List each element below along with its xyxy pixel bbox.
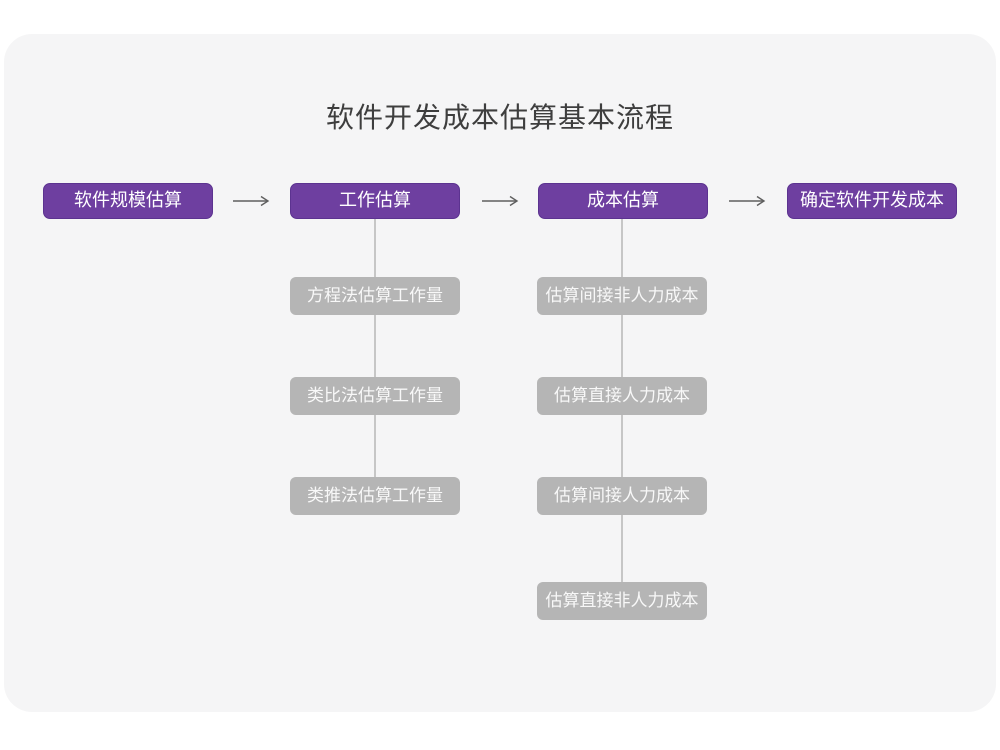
cost-item-box: 估算间接非人力成本 xyxy=(537,277,707,315)
arrow-right-icon xyxy=(729,195,766,207)
cost-item-box: 估算间接人力成本 xyxy=(537,477,707,515)
connector-line-work xyxy=(374,219,376,515)
flow-step-cost-estimation: 成本估算 xyxy=(538,183,708,219)
flow-step-work-estimation: 工作估算 xyxy=(290,183,460,219)
work-method-box: 方程法估算工作量 xyxy=(290,277,460,315)
diagram-card xyxy=(4,34,996,712)
connector-line-cost xyxy=(621,219,623,618)
work-method-box: 类推法估算工作量 xyxy=(290,477,460,515)
work-method-box: 类比法估算工作量 xyxy=(290,377,460,415)
arrow-right-icon xyxy=(233,195,270,207)
cost-item-box: 估算直接非人力成本 xyxy=(537,582,707,620)
flow-step-scale-estimation: 软件规模估算 xyxy=(43,183,213,219)
diagram-title: 软件开发成本估算基本流程 xyxy=(325,101,674,134)
flow-step-final-cost: 确定软件开发成本 xyxy=(787,183,957,219)
arrow-right-icon xyxy=(482,195,519,207)
cost-item-box: 估算直接人力成本 xyxy=(537,377,707,415)
